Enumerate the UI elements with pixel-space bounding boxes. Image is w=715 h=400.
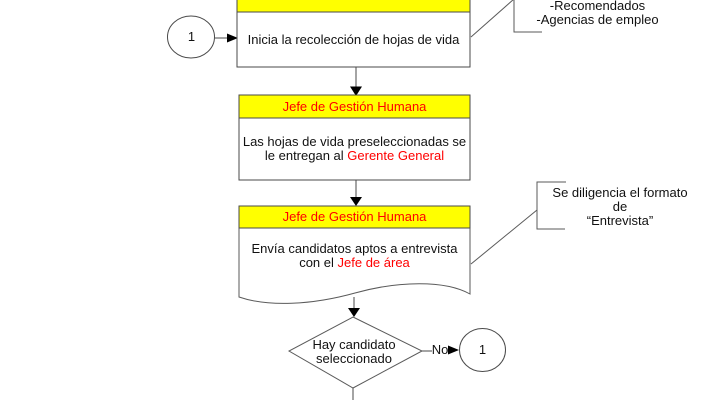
annotation-sources-text: -Recomendados-Agencias de empleo bbox=[515, 0, 680, 27]
arrowhead-into-decision bbox=[348, 308, 360, 317]
arrowhead-into-top-process bbox=[227, 33, 238, 43]
top-process-header-shape bbox=[236, 0, 471, 13]
top-process-body-text: Inicia la recolección de hojas de vida bbox=[247, 31, 460, 47]
annotation-interview-bracket bbox=[536, 181, 566, 230]
document-shape bbox=[238, 205, 471, 304]
annotation-interview-text: Se diligencia el formato de“Entrevista” bbox=[545, 186, 695, 228]
end-connector-circle bbox=[459, 328, 506, 372]
annotation-sources-line1: -Recomendados bbox=[549, 0, 646, 13]
preselect-line2-prefix: le entregan al bbox=[264, 148, 348, 163]
arrowhead-into-end-connector bbox=[448, 345, 459, 355]
document-line1: Envía candidatos aptos a entrevista bbox=[251, 240, 458, 256]
start-connector-label: 1 bbox=[187, 29, 196, 44]
annotation-interview-leader-line bbox=[470, 209, 538, 265]
annotation-interview-line1: Se diligencia el formato de bbox=[552, 185, 688, 214]
arrowhead-into-preselect bbox=[350, 86, 362, 96]
annotation-sources-bracket bbox=[513, 0, 542, 33]
annotation-interview-line2: “Entrevista” bbox=[586, 213, 654, 228]
no-branch-label: No bbox=[431, 342, 449, 357]
decision-line1: Hay candidato bbox=[312, 337, 396, 352]
preselect-line2-highlight: Gerente General bbox=[347, 148, 445, 163]
start-connector-circle bbox=[167, 15, 215, 59]
end-connector-label: 1 bbox=[478, 342, 487, 357]
annotation-sources-leader-line bbox=[470, 0, 514, 38]
document-line2-highlight: Jefe de área bbox=[337, 255, 410, 270]
preselect-process-header-text: Jefe de Gestión Humana bbox=[282, 98, 427, 114]
annotation-sources-line2: -Agencias de empleo bbox=[536, 12, 659, 27]
document-header-text: Jefe de Gestión Humana bbox=[282, 209, 427, 224]
document-line2-prefix: con el bbox=[299, 255, 338, 270]
arrowhead-into-document bbox=[350, 197, 362, 206]
top-process-body-shape bbox=[236, 11, 471, 68]
document-header-shape bbox=[238, 205, 471, 229]
preselect-process-header-shape bbox=[238, 94, 471, 119]
decision-line2: seleccionado bbox=[316, 351, 392, 366]
preselect-line1: Las hojas de vida preseleccionadas se bbox=[242, 133, 467, 149]
